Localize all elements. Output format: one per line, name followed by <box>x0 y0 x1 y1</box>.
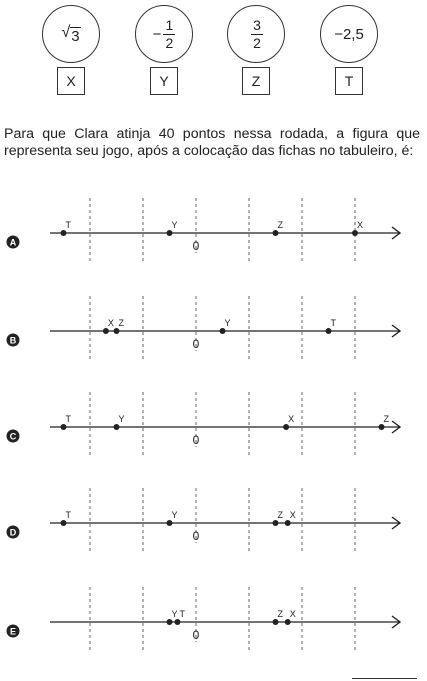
point-x <box>283 424 290 430</box>
option-letter: A <box>10 238 17 248</box>
card-label-z: Z <box>242 67 270 95</box>
point-label-y: Y <box>172 609 178 619</box>
point-z <box>113 328 120 334</box>
option-letter: C <box>10 432 17 442</box>
question-text: Para que Clara atinja 40 pontos nessa ro… <box>4 126 420 160</box>
zero-label: 0 <box>193 337 200 351</box>
point-z <box>378 424 385 430</box>
point-label-z: Z <box>278 510 284 520</box>
point-y <box>166 619 173 625</box>
point-t <box>325 328 332 334</box>
point-label-y: Y <box>225 318 231 328</box>
option-letter: E <box>10 627 16 637</box>
point-label-y: Y <box>172 220 178 230</box>
footer-rule <box>352 678 417 679</box>
card-value-x: √3 <box>42 5 100 63</box>
point-label-y: Y <box>172 510 178 520</box>
arrow-head <box>391 324 402 338</box>
option-letter: B <box>10 336 17 346</box>
point-label-z: Z <box>384 414 390 424</box>
point-label-z: Z <box>278 609 284 619</box>
point-label-x: X <box>290 609 296 619</box>
point-label-z: Z <box>119 318 125 328</box>
arrow-head <box>391 615 402 629</box>
sqrt-expression: √3 <box>61 23 81 45</box>
point-label-y: Y <box>119 414 125 424</box>
option-letter: D <box>10 528 17 538</box>
card-label-x: X <box>57 67 85 95</box>
point-t <box>60 520 67 526</box>
point-label-x: X <box>108 318 114 328</box>
point-y <box>166 520 173 526</box>
point-y <box>219 328 226 334</box>
option-badge-d <box>6 525 20 539</box>
point-t <box>174 619 181 625</box>
option-badge-e <box>6 624 20 638</box>
zero-label: 0 <box>193 529 200 543</box>
option-badge-c <box>6 429 20 443</box>
card-value-t: −2,5 <box>320 5 378 63</box>
point-x <box>284 520 291 526</box>
zero-label: 0 <box>193 433 200 447</box>
point-label-x: X <box>288 414 294 424</box>
zero-label: 0 <box>193 239 200 253</box>
point-x <box>352 230 358 236</box>
point-label-x: X <box>290 510 296 520</box>
option-badge-a <box>6 235 20 249</box>
point-y <box>166 230 173 236</box>
point-label-z: Z <box>278 220 284 230</box>
card-label-y: Y <box>150 67 178 95</box>
point-z <box>272 619 279 625</box>
point-label-t: T <box>331 318 337 328</box>
zero-label: 0 <box>193 628 200 642</box>
point-label-t: T <box>66 414 72 424</box>
card-label-t: T <box>335 67 363 95</box>
point-z <box>272 230 279 236</box>
arrow-head <box>391 516 402 530</box>
point-label-x: X <box>357 220 363 230</box>
arrow-head <box>391 420 402 434</box>
point-x <box>284 619 291 625</box>
point-t <box>60 230 67 236</box>
point-label-t: T <box>66 220 72 230</box>
point-t <box>60 424 67 430</box>
option-badge-b <box>6 333 20 347</box>
point-x <box>102 328 109 334</box>
point-label-t: T <box>179 609 185 619</box>
point-label-t: T <box>66 510 72 520</box>
point-y <box>113 424 120 430</box>
point-z <box>272 520 279 526</box>
arrow-head <box>391 226 402 240</box>
